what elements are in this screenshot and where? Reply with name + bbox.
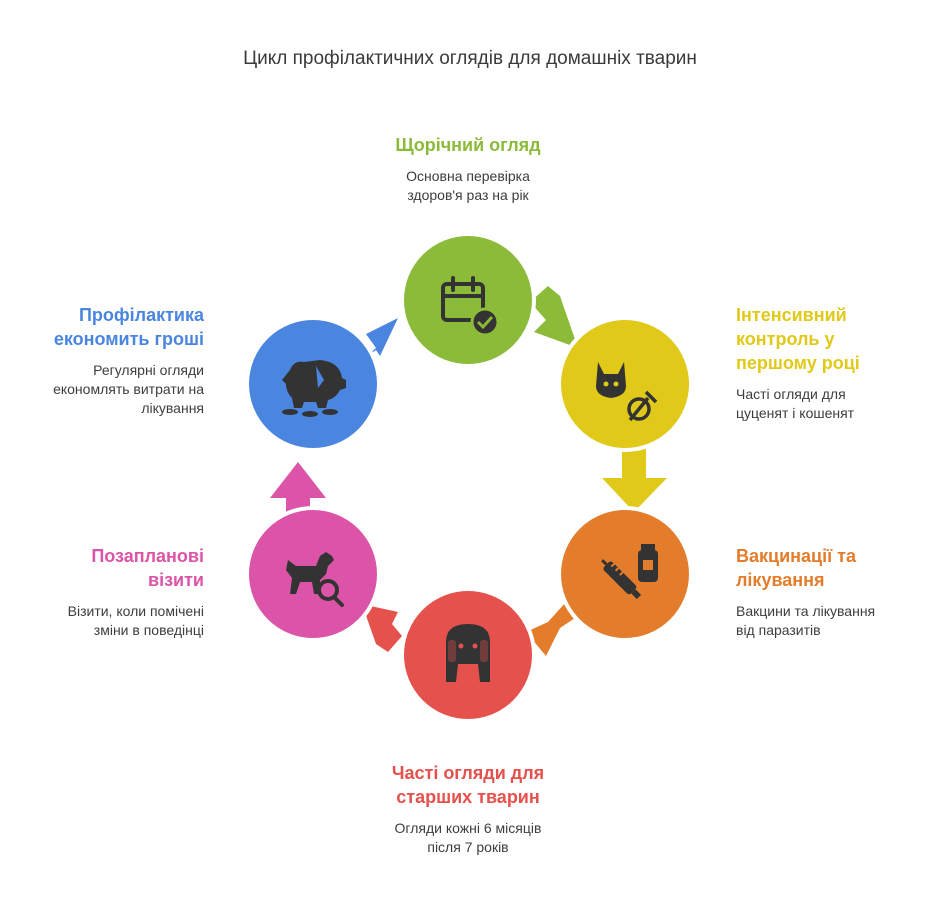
step-title-3-line: Вакцинації та (736, 546, 856, 566)
step-desc-5-line: зміни в поведінці (93, 622, 204, 638)
step-label-6: Профілактика економить гроші Регулярні о… (14, 303, 204, 418)
arrows (270, 286, 667, 656)
step-desc-1: Основна перевірка здоров'я раз на рік (368, 167, 568, 205)
step-desc-6-line: лікування (141, 400, 204, 416)
arrow-4-to-5 (362, 604, 402, 652)
page-title: Цикл профілактичних оглядів для домашніх… (243, 48, 697, 69)
calendar-check-icon (441, 276, 500, 337)
dog-search-icon (286, 552, 344, 607)
step-desc-3: Вакцини та лікування від паразитів (736, 602, 926, 640)
step-desc-2-line: Часті огляди для (736, 386, 846, 402)
step-desc-1-line: Основна перевірка (406, 168, 530, 184)
step-title-2-line: контроль у (736, 329, 835, 349)
step-desc-1-line: здоров'я раз на рік (407, 187, 529, 203)
step-title-1: Щорічний огляд (368, 133, 568, 157)
step-label-3: Вакцинації та лікування Вакцини та лікув… (736, 544, 926, 640)
step-title-2: Інтенсивний контроль у першому році (736, 303, 926, 375)
step-title-6: Профілактика економить гроші (14, 303, 204, 351)
step-label-2: Інтенсивний контроль у першому році Част… (736, 303, 926, 423)
step-title-2-line: Інтенсивний (736, 305, 847, 325)
arrow-2-to-3 (602, 446, 667, 512)
step-title-6-line: Профілактика (78, 305, 204, 325)
step-title-3: Вакцинації та лікування (736, 544, 926, 592)
step-desc-4: Огляди кожні 6 місяців після 7 років (358, 819, 578, 857)
step-desc-5: Візити, коли помічені зміни в поведінці (14, 602, 204, 640)
step-desc-4-line: після 7 років (427, 839, 509, 855)
step-desc-2-line: цуценят і кошенят (736, 405, 855, 421)
step-title-5-line: візити (148, 570, 204, 590)
step-title-2-line: першому році (736, 353, 860, 373)
step-circle-1 (400, 232, 536, 368)
step-title-5-line: Позапланові (91, 546, 204, 566)
step-desc-5-line: Візити, коли помічені (67, 603, 204, 619)
step-title-1-line: Щорічний огляд (395, 135, 541, 155)
piggy-bank-icon (282, 360, 346, 417)
arrow-6-to-1 (362, 318, 398, 360)
step-desc-6-line: Регулярні огляди (93, 362, 204, 378)
syringe-vial-icon (601, 544, 658, 600)
step-label-1: Щорічний огляд Основна перевірка здоров'… (368, 133, 568, 205)
step-title-4-line: старших тварин (396, 787, 540, 807)
arrow-1-to-2 (530, 286, 578, 348)
step-desc-6-line: економлять витрати на (53, 381, 204, 397)
step-title-6-line: економить гроші (53, 329, 204, 349)
cat-vaccine-icon (596, 362, 658, 422)
step-label-4: Часті огляди для старших тварин Огляди к… (358, 761, 578, 857)
step-circle-3 (557, 506, 693, 642)
step-desc-2: Часті огляди для цуценят і кошенят (736, 385, 926, 423)
senior-dog-icon (446, 624, 490, 682)
step-title-4-line: Часті огляди для (391, 763, 545, 783)
step-title-4: Часті огляди для старших тварин (358, 761, 578, 809)
step-desc-3-line: від паразитів (736, 622, 821, 638)
step-desc-4-line: Огляди кожні 6 місяців (394, 820, 542, 836)
arrow-3-to-4 (526, 602, 578, 656)
step-desc-6: Регулярні огляди економлять витрати на л… (14, 361, 204, 418)
step-desc-3-line: Вакцини та лікування (736, 603, 876, 619)
step-title-5: Позапланові візити (14, 544, 204, 592)
arrow-5-to-6 (270, 462, 326, 520)
step-label-5: Позапланові візити Візити, коли помічені… (14, 544, 204, 640)
step-title-3-line: лікування (736, 570, 825, 590)
